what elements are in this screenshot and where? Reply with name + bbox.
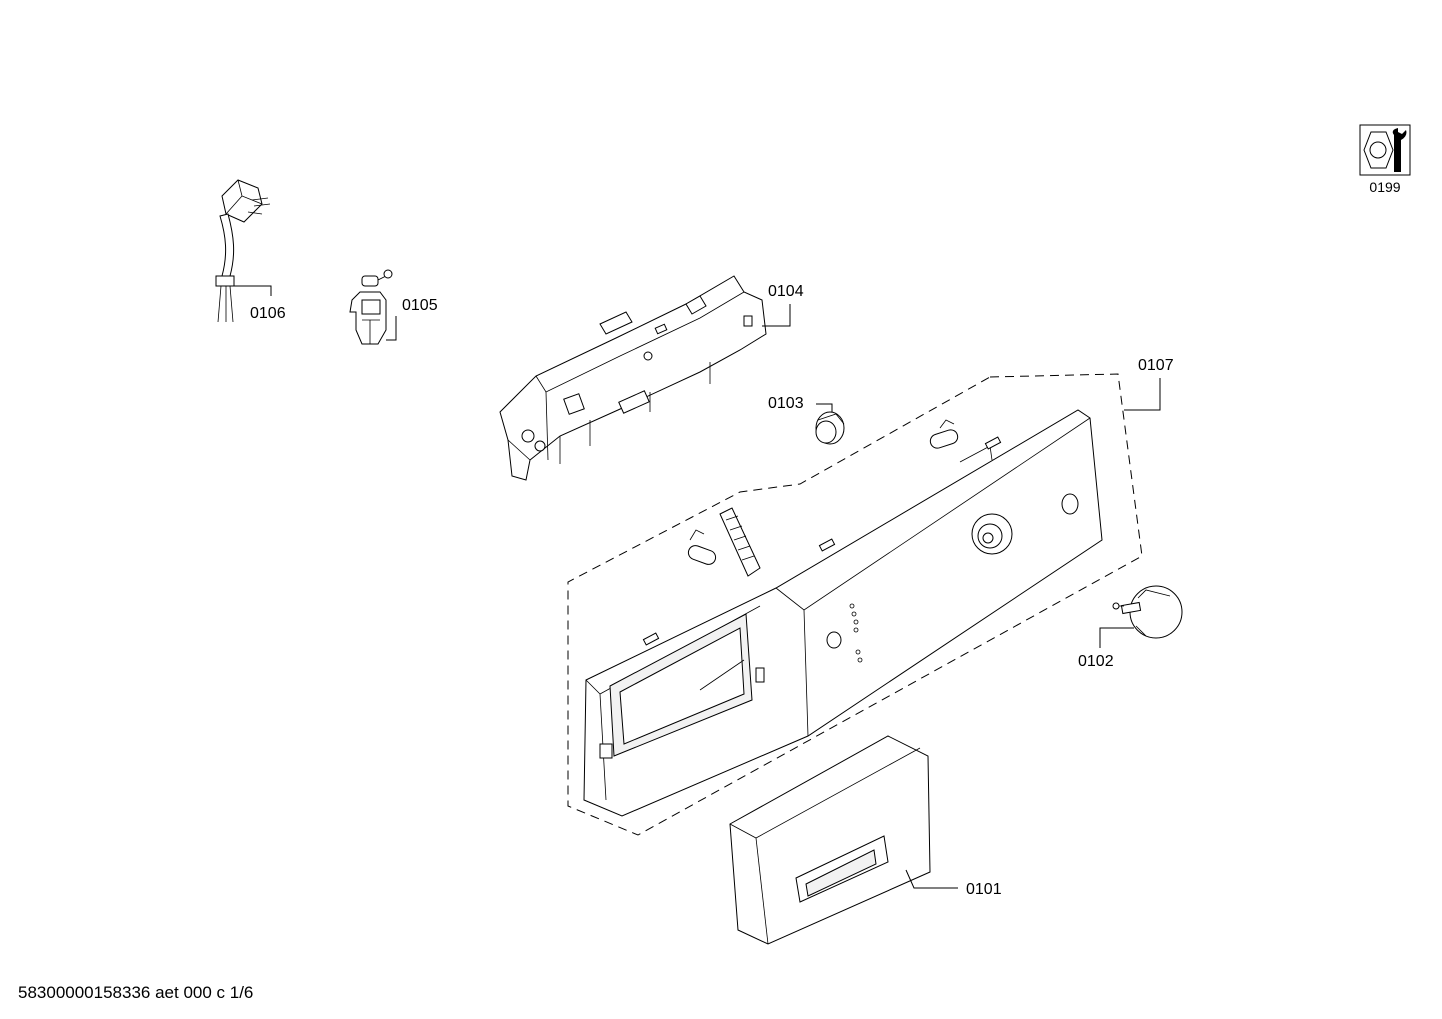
drawer-handle-drawing <box>729 735 931 945</box>
document-id: 58300000158336 aet 000 c 1/6 <box>18 983 253 1002</box>
service-kit-icon <box>1359 124 1411 176</box>
part-label-0104: 0104 <box>768 283 804 300</box>
light-guide-drawing <box>687 419 959 565</box>
control-panel-fascia-drawing <box>583 409 1103 817</box>
part-label-0107: 0107 <box>1138 357 1174 374</box>
part-label-0101: 0101 <box>966 881 1002 898</box>
part-label-0106: 0106 <box>250 305 286 322</box>
part-label-0102: 0102 <box>1078 653 1114 670</box>
assembly-boundary-0107 <box>567 373 1143 836</box>
programme-knob-drawing <box>1112 585 1183 639</box>
led-strip-drawing <box>719 507 761 577</box>
electronic-module-drawing <box>499 275 767 481</box>
mains-cable-drawing <box>215 179 271 323</box>
part-label-0103: 0103 <box>768 395 804 412</box>
button-lens-drawing <box>815 411 845 445</box>
service-kit-label: 0199 <box>1369 179 1400 195</box>
switch-component-drawing <box>349 269 393 345</box>
part-label-0105: 0105 <box>402 297 438 314</box>
